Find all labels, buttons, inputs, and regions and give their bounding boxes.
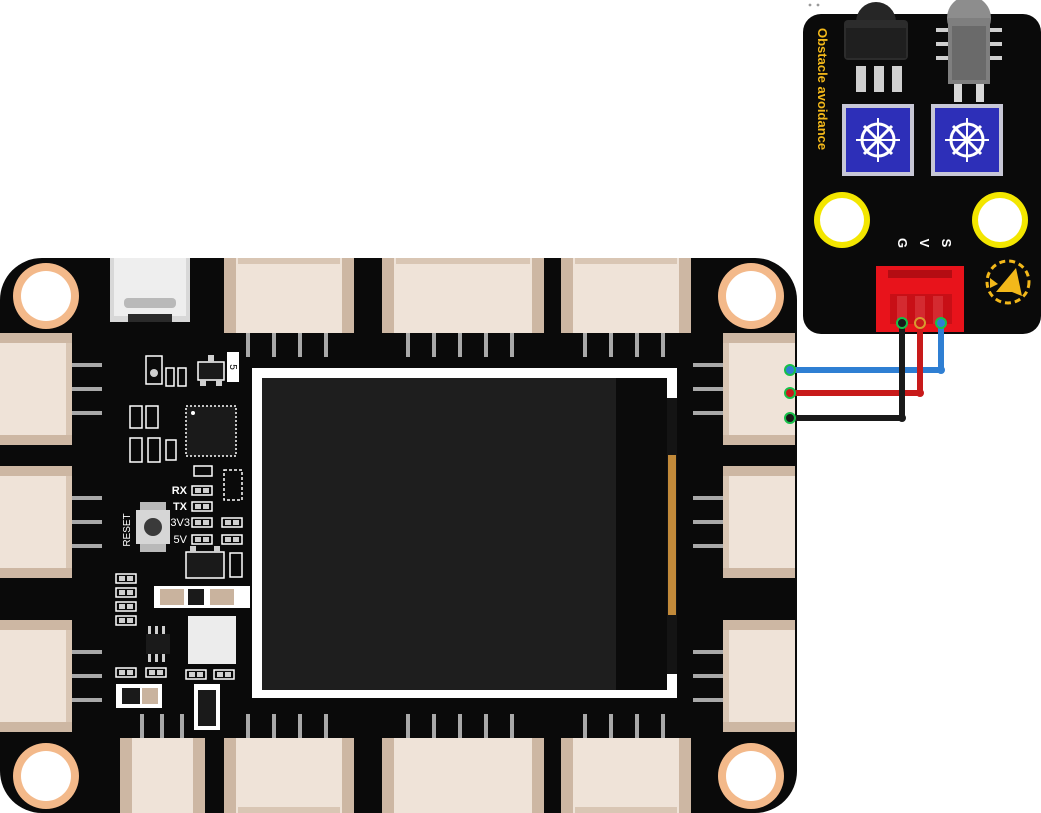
obstacle-sensor-module: Obstacle avoidance G V S xyxy=(803,0,1041,334)
reset-label: RESET xyxy=(122,513,133,546)
sensor-title: Obstacle avoidance xyxy=(815,28,830,150)
port-connector-top-2[interactable] xyxy=(382,258,544,357)
rx-label: RX xyxy=(172,485,188,497)
pin-label-v: V xyxy=(917,239,932,248)
usb-c-port[interactable] xyxy=(110,258,190,322)
ir-receiver xyxy=(844,2,908,92)
brand-logo-icon xyxy=(985,259,1031,305)
wires xyxy=(784,317,947,424)
v5-label: 5V xyxy=(174,534,188,546)
reset-button[interactable]: RESET xyxy=(122,502,170,552)
port-connector-bottom-3[interactable] xyxy=(382,714,544,813)
v33-label: 3V3 xyxy=(170,517,190,529)
mounting-holes xyxy=(13,263,784,809)
tx-label: TX xyxy=(173,501,188,513)
controller-board: 5 RX TX 3V3 5V xyxy=(0,258,797,813)
status-leds: RX TX 3V3 5V xyxy=(170,485,243,546)
ir-emitter xyxy=(936,0,1002,102)
port-connector-bottom-1[interactable] xyxy=(120,714,205,813)
potentiometer-left[interactable] xyxy=(840,102,916,178)
voltage-regulator: 5 xyxy=(145,352,239,387)
pin-label-s: S xyxy=(939,239,954,248)
lcd-display xyxy=(252,368,677,698)
chip-mark-label: 5 xyxy=(227,364,238,370)
smd-components-left xyxy=(129,405,243,501)
potentiometer-right[interactable] xyxy=(929,102,1005,178)
microcontroller-chip xyxy=(185,405,237,457)
smd-components-lower xyxy=(115,546,250,730)
pin-label-g: G xyxy=(895,238,910,248)
